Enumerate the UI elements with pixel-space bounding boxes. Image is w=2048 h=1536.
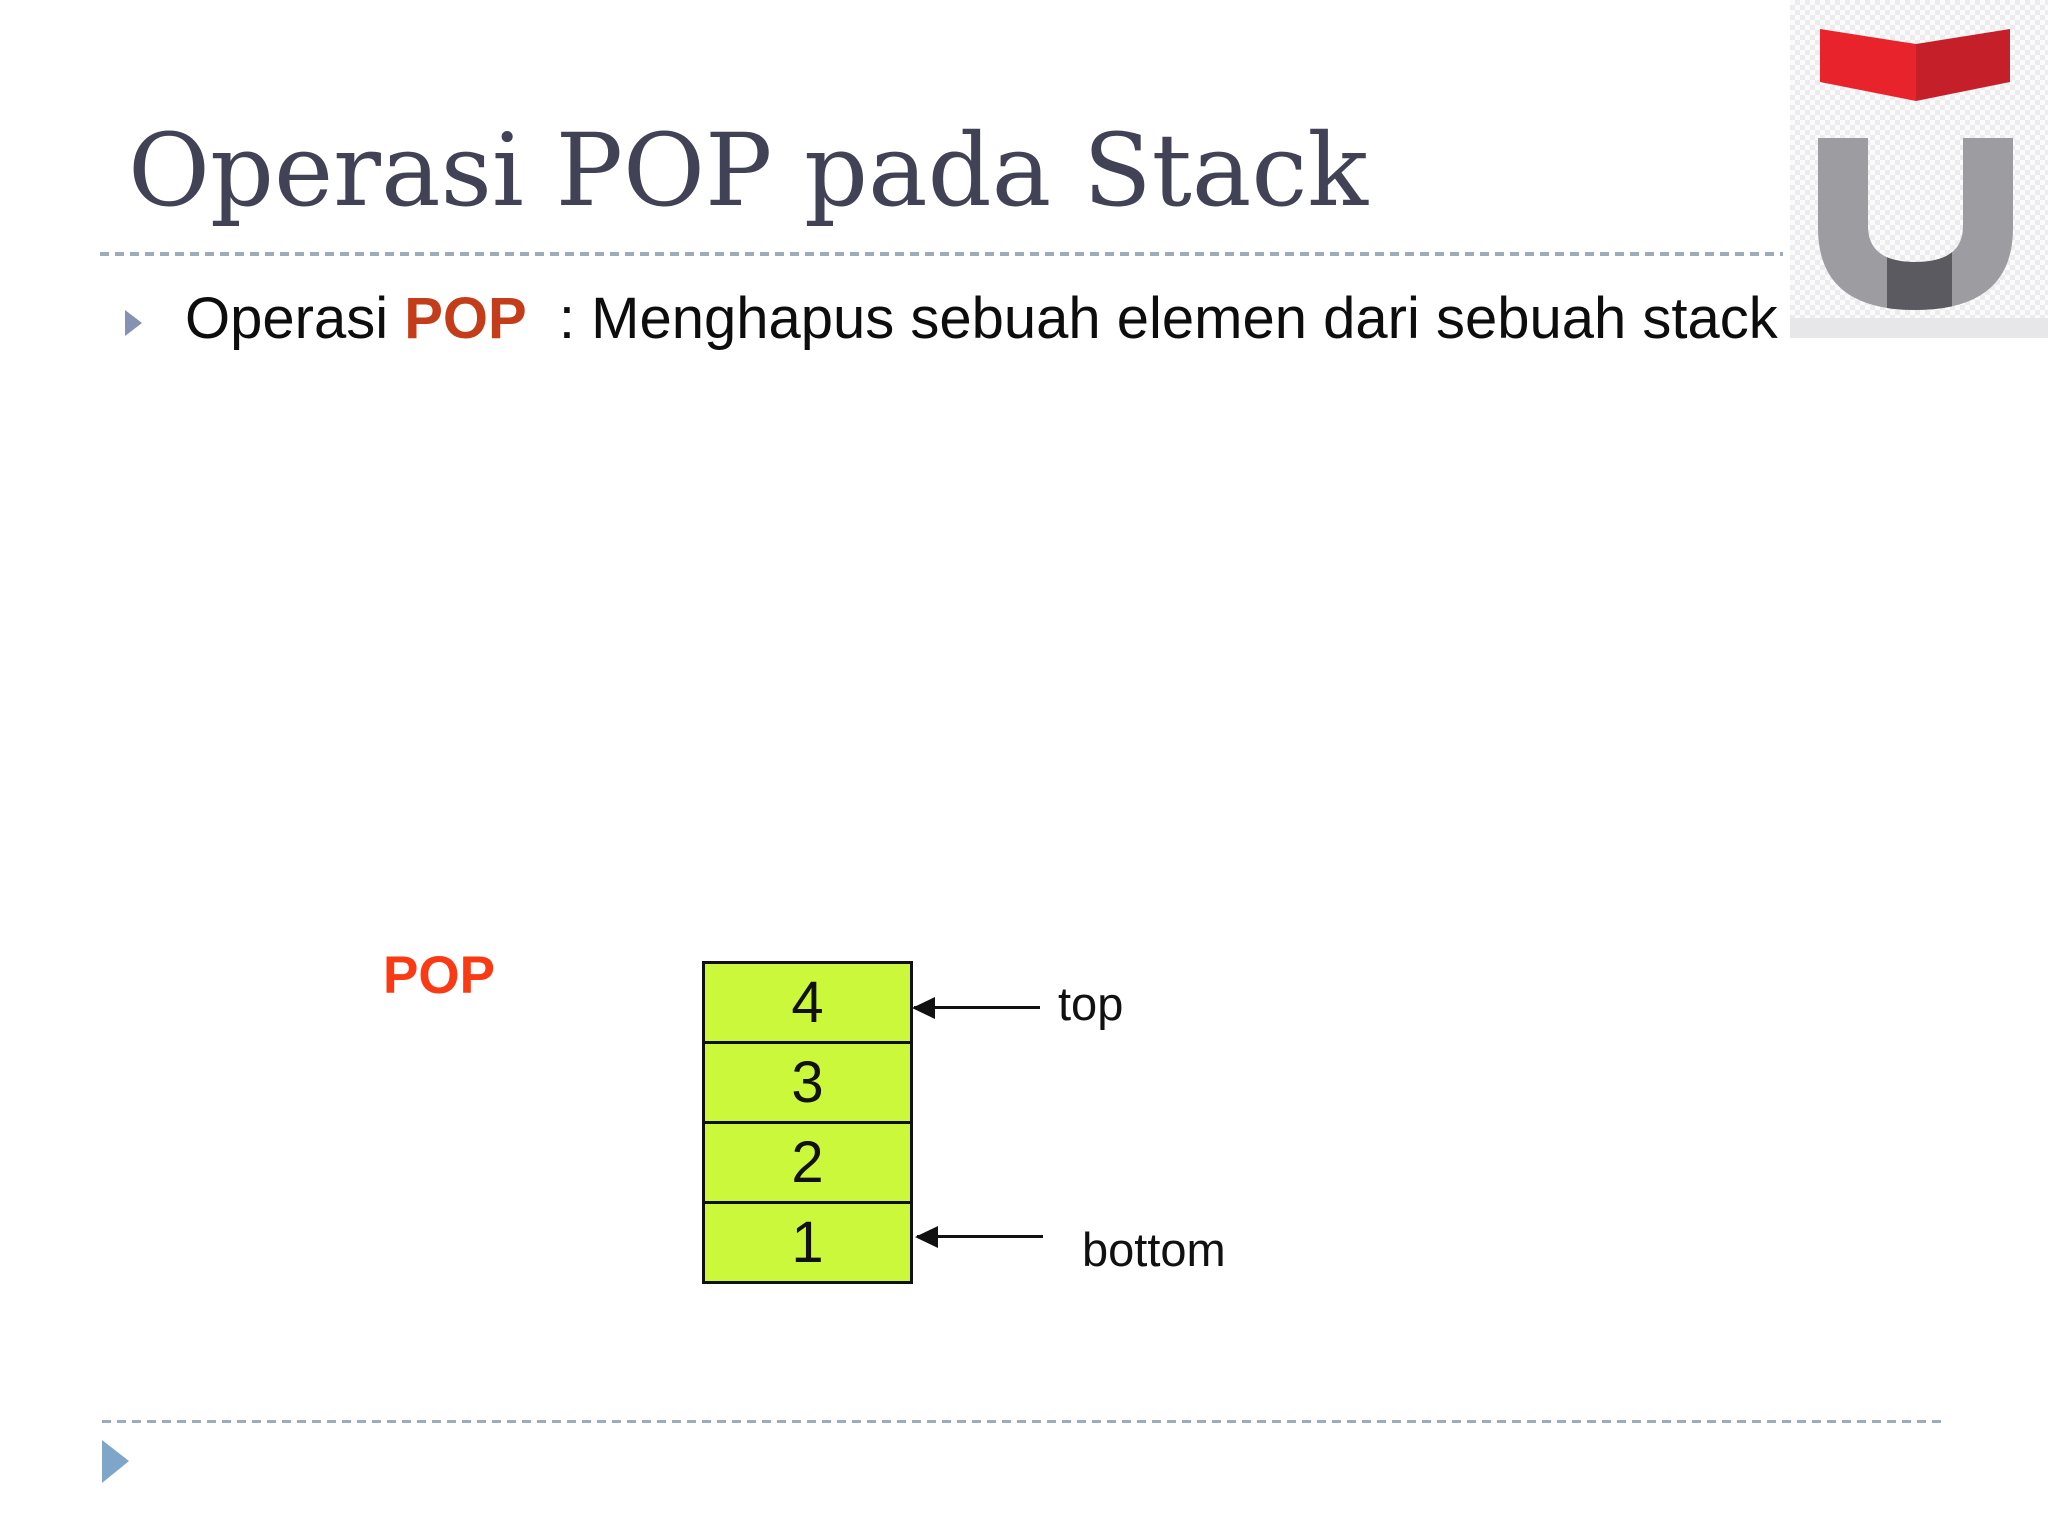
logo-book-right-icon	[1916, 29, 2010, 101]
bullet-text-rest: : Menghapus sebuah elemen dari sebuah st…	[526, 286, 1778, 351]
pop-operation-label: POP	[383, 946, 495, 1005]
stack-box: 4 3 2 1	[702, 961, 913, 1284]
slide-title: Operasi POP pada Stack	[128, 112, 1368, 229]
logo-bottom-strip	[1790, 318, 2048, 338]
stack-cell-4: 4	[705, 964, 910, 1041]
bottom-pointer-label: bottom	[1082, 1223, 1226, 1276]
bullet-text: Operasi POP : Menghapus sebuah elemen da…	[185, 287, 1778, 351]
stack-cell-1: 1	[705, 1201, 910, 1281]
bottom-pointer-arrow-icon	[917, 1235, 1043, 1238]
top-pointer-label: top	[1058, 977, 1124, 1030]
top-pointer-arrow-icon	[914, 1006, 1040, 1009]
stack-cell-3: 3	[705, 1041, 910, 1121]
logo-graphic	[1818, 29, 2013, 310]
stack-cell-2: 2	[705, 1121, 910, 1201]
bullet-text-prefix: Operasi	[185, 286, 405, 351]
logo-book-left-icon	[1820, 29, 1916, 101]
university-logo	[1790, 0, 2048, 338]
title-divider-dashed	[100, 252, 1783, 256]
bullet-triangle-icon	[125, 310, 142, 336]
footer-triangle-icon	[102, 1440, 129, 1483]
bullet-item: Operasi POP : Menghapus sebuah elemen da…	[125, 287, 1778, 351]
logo-u-icon	[1818, 138, 2013, 310]
bullet-text-highlight: POP	[404, 286, 527, 351]
logo-u-shadow	[1887, 228, 1952, 310]
footer-divider-dashed	[102, 1420, 1943, 1423]
